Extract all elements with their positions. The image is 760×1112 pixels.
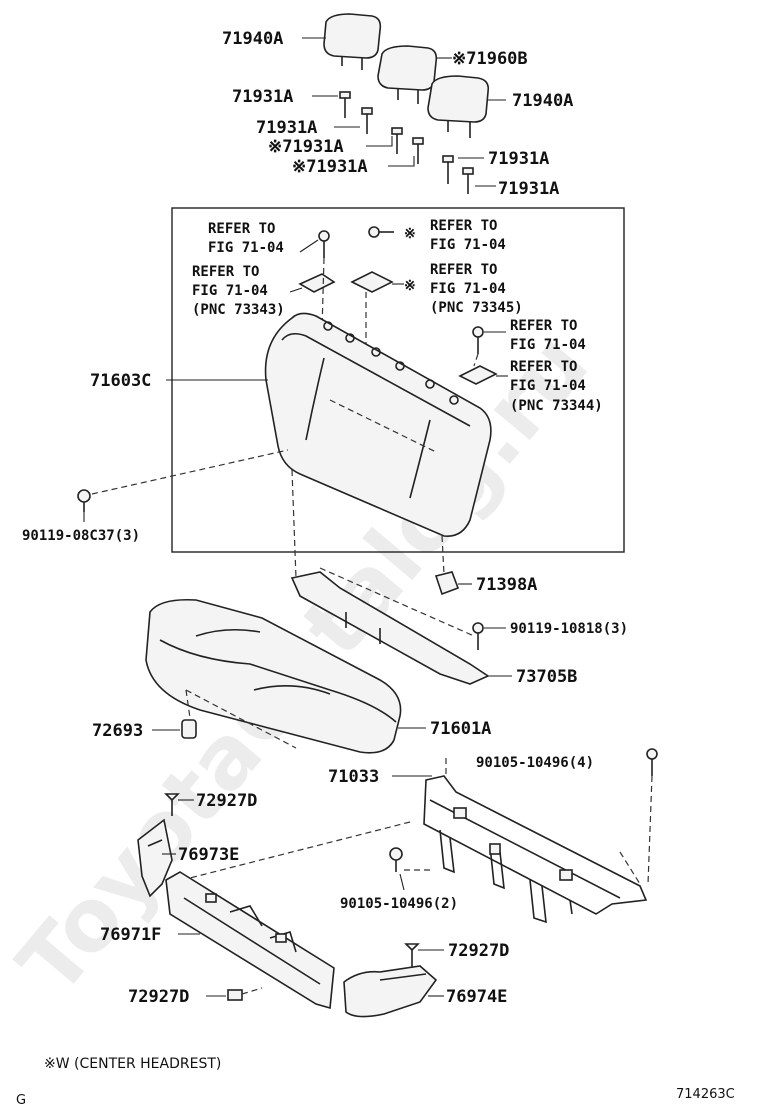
label-76974e: 76974E <box>446 987 507 1007</box>
seatback-cover[interactable] <box>264 312 492 537</box>
bolt-90119-10818[interactable] <box>472 622 484 650</box>
ref-mark-2: ※ <box>404 278 416 294</box>
ref-note-4-line2: FIG 71-04 <box>430 281 506 297</box>
label-90105-10496-4: 90105-10496(4) <box>476 755 594 771</box>
ref-note-3-line3: (PNC 73343) <box>192 302 285 318</box>
seat-cushion-shield-76971f[interactable] <box>165 871 335 1010</box>
ref-note-6-line3: (PNC 73344) <box>510 398 603 414</box>
label-71398a: 71398A <box>476 575 537 595</box>
figure-code: 714263C <box>676 1087 735 1102</box>
clip-72927d-top[interactable] <box>164 793 180 816</box>
ref-note-5-line1: REFER TO <box>510 318 577 334</box>
label-71940a-left: 71940A <box>222 29 283 49</box>
seat-frame-71033[interactable] <box>423 775 648 924</box>
ref-note-3-line2: FIG 71-04 <box>192 283 268 299</box>
label-71931a-6: 71931A <box>498 179 559 199</box>
label-72927d-right: 72927D <box>448 941 509 961</box>
label-72927d-top: 72927D <box>196 791 257 811</box>
ref-note-6-line1: REFER TO <box>510 359 577 375</box>
belt-guide-bracket-left[interactable] <box>298 273 336 293</box>
headrest-guide-3[interactable] <box>391 127 403 154</box>
label-71033: 71033 <box>328 767 379 787</box>
bolt-ref-1[interactable] <box>318 230 330 258</box>
seat-cushion-71601a[interactable] <box>145 598 402 754</box>
label-76971f: 76971F <box>100 925 161 945</box>
headrest-guide-1[interactable] <box>339 91 351 118</box>
ref-note-4-line3: (PNC 73345) <box>430 300 523 316</box>
headrest-center[interactable] <box>377 45 438 104</box>
headrest-guide-2[interactable] <box>361 107 373 134</box>
label-90119-08c37: 90119-08C37(3) <box>22 528 140 544</box>
headrest-left[interactable] <box>323 13 382 70</box>
ref-note-2-line1: REFER TO <box>430 218 497 234</box>
belt-guide-bracket-right[interactable] <box>458 365 498 385</box>
label-72927d-left: 72927D <box>128 987 189 1007</box>
headrest-guide-5[interactable] <box>442 155 454 184</box>
label-76973e: 76973E <box>178 845 239 865</box>
headrest-guide-6[interactable] <box>462 167 474 194</box>
clip-72927d-right[interactable] <box>404 943 420 968</box>
bolt-90105-10496-4[interactable] <box>646 748 658 776</box>
ref-note-5-line2: FIG 71-04 <box>510 337 586 353</box>
ref-mark-1: ※ <box>404 226 416 242</box>
clip-71398a[interactable] <box>434 571 460 596</box>
headrest-guide-4[interactable] <box>412 137 424 164</box>
label-71603c: 71603C <box>90 371 151 391</box>
label-71940a-right: 71940A <box>512 91 573 111</box>
footnote-center-headrest: ※W (CENTER HEADREST) <box>44 1056 221 1072</box>
label-71931a-2: 71931A <box>256 118 317 138</box>
label-90105-10496-2: 90105-10496(2) <box>340 896 458 912</box>
clip-72693[interactable] <box>181 719 197 739</box>
label-73705b: 73705B <box>516 667 577 687</box>
headrest-right[interactable] <box>427 75 490 138</box>
label-72693: 72693 <box>92 721 143 741</box>
belt-guide-bracket-center[interactable] <box>350 271 394 293</box>
label-71601a: 71601A <box>430 719 491 739</box>
label-71960b: ※71960B <box>452 49 528 69</box>
bolt-ref-2[interactable] <box>368 226 394 238</box>
ref-note-6-line2: FIG 71-04 <box>510 378 586 394</box>
clip-72927d-left[interactable] <box>227 989 243 1001</box>
screw-90119-08c37[interactable] <box>77 489 91 512</box>
hinge-cover-76973e[interactable] <box>137 818 173 898</box>
bolt-ref-3[interactable] <box>472 326 484 354</box>
ref-note-2-line2: FIG 71-04 <box>430 237 506 253</box>
label-71931a-3: ※71931A <box>268 137 344 157</box>
corner-letter: G <box>16 1093 26 1108</box>
ref-note-3-line1: REFER TO <box>192 264 259 280</box>
label-71931a-4: ※71931A <box>292 157 368 177</box>
ref-note-4-line1: REFER TO <box>430 262 497 278</box>
hinge-cover-76974e[interactable] <box>343 965 438 1018</box>
label-71931a-5: 71931A <box>488 149 549 169</box>
bolt-90105-10496-2[interactable] <box>389 847 403 872</box>
ref-note-1-line1: REFER TO <box>208 221 275 237</box>
ref-note-1-line2: FIG 71-04 <box>208 240 284 256</box>
label-71931a-1: 71931A <box>232 87 293 107</box>
label-90119-10818: 90119-10818(3) <box>510 621 628 637</box>
